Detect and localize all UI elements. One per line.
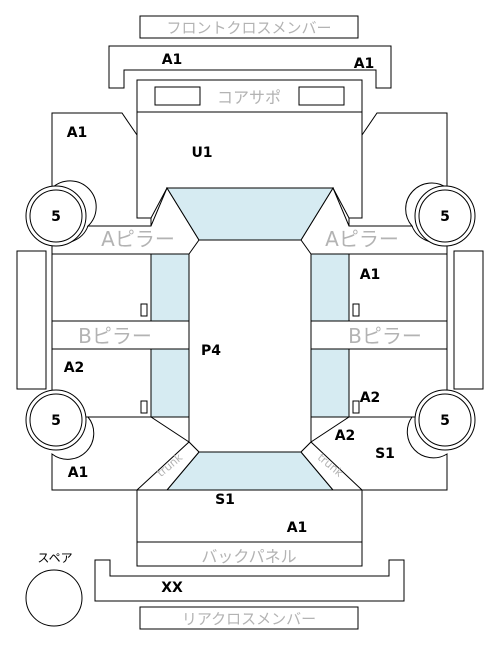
roof-code: P4 xyxy=(201,343,221,359)
spare-label: スペア xyxy=(37,551,72,565)
front-bumper-bracket[interactable] xyxy=(108,45,392,89)
wheel-rear-right[interactable]: 5 xyxy=(414,389,476,451)
rocker-panel-left[interactable] xyxy=(16,250,47,390)
front-door-glass-left[interactable] xyxy=(150,253,190,322)
headlight-right[interactable] xyxy=(298,86,345,106)
rear-quarter-right-code-2: S1 xyxy=(375,446,395,462)
rear-quarter-right-code: A2 xyxy=(335,428,356,444)
hood-code: U1 xyxy=(191,145,212,161)
trunk-lid-code: S1 xyxy=(215,492,235,508)
rear-door-glass-right[interactable] xyxy=(310,348,350,418)
back-panel-label: バックパネル xyxy=(201,547,296,566)
front-fender-right[interactable] xyxy=(348,112,448,227)
wheel-rear-right-code: 5 xyxy=(440,413,450,429)
front-cross-member-box[interactable] xyxy=(139,15,359,39)
front-door-left[interactable] xyxy=(51,253,152,322)
back-panel[interactable] xyxy=(136,541,363,567)
trunk-lid[interactable] xyxy=(136,489,363,543)
rear-door-right-code: A2 xyxy=(360,390,381,406)
front-cross-member-label: フロントクロスメンバー xyxy=(166,19,331,37)
trunk-rear-code: A1 xyxy=(287,520,308,536)
a-pillar-left-label: Aピラー xyxy=(101,227,175,251)
wheel-front-right-code: 5 xyxy=(440,209,450,225)
b-pillar-right[interactable] xyxy=(310,320,448,350)
door-handle-rear-right xyxy=(352,400,360,414)
rear-bumper-code: XX xyxy=(161,580,183,596)
wheel-front-left-code: 5 xyxy=(51,209,61,225)
front-fender-left[interactable] xyxy=(51,112,152,227)
door-handle-front-right xyxy=(352,303,360,317)
door-handle-rear-left xyxy=(140,400,148,414)
rear-bumper-bracket[interactable] xyxy=(94,559,405,602)
rear-quarter-right[interactable] xyxy=(310,416,448,491)
front-door-right-code: A1 xyxy=(360,267,381,283)
wheel-front-right[interactable]: 5 xyxy=(414,185,476,247)
core-support-label: コアサポ xyxy=(217,88,281,107)
front-bumper-code-left: A1 xyxy=(162,52,183,68)
b-pillar-left-label: Bピラー xyxy=(78,324,152,348)
front-fender-left-code: A1 xyxy=(67,125,88,141)
front-door-right[interactable] xyxy=(348,253,448,322)
rear-door-left-code: A2 xyxy=(64,360,85,376)
b-pillar-left[interactable] xyxy=(51,320,190,350)
wheel-front-left[interactable]: 5 xyxy=(25,185,87,247)
wheel-rear-left[interactable]: 5 xyxy=(25,389,87,451)
headlight-left[interactable] xyxy=(154,86,201,106)
a-pillar-right-label: Aピラー xyxy=(325,227,399,251)
front-door-glass-right[interactable] xyxy=(310,253,350,322)
rear-quarter-left-code: A1 xyxy=(68,465,89,481)
front-bumper-code-right: A1 xyxy=(354,56,375,72)
rear-quarter-left[interactable] xyxy=(51,416,190,491)
rear-cross-member-box[interactable] xyxy=(139,606,359,630)
wheel-rear-left-code: 5 xyxy=(51,413,61,429)
spare-tire[interactable] xyxy=(25,569,83,627)
rear-door-glass-left[interactable] xyxy=(150,348,190,418)
b-pillar-right-label: Bピラー xyxy=(348,324,422,348)
rear-cross-member-label: リアクロスメンバー xyxy=(182,610,316,628)
rocker-panel-right[interactable] xyxy=(453,250,484,390)
door-handle-front-left xyxy=(140,303,148,317)
